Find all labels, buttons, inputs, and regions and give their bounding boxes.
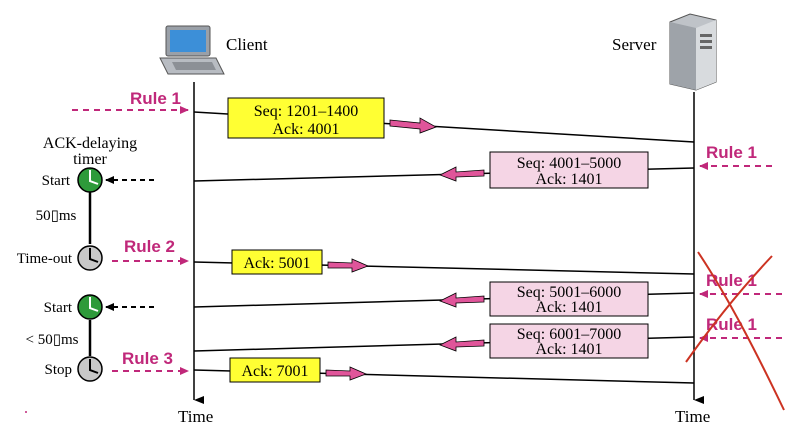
stray-dot (25, 411, 27, 413)
timer-interval-2: < 50▯ms (26, 332, 79, 348)
timer-start-label-2: Start (44, 300, 73, 316)
timer-start-clock-1 (77, 167, 103, 193)
segment-4-ack: Ack: 1401 (535, 299, 602, 316)
segment-1-ack: Ack: 4001 (272, 121, 339, 138)
segment-3-ack: Ack: 5001 (243, 255, 310, 272)
segment-1-seq: Seq: 1201–1400 (254, 103, 358, 120)
segment-6-direction-arrow (325, 366, 368, 381)
server-label: Server (612, 35, 657, 54)
timer-timeout-label: Time-out (17, 251, 73, 267)
cross-mark (685, 251, 785, 411)
rule-2-client-label: Rule 2 (124, 237, 175, 256)
timer-title-line-2: timer (73, 151, 107, 168)
segment-box-3: Ack: 5001 (231, 249, 323, 275)
timer-interval-1: 50▯ms (36, 208, 77, 224)
segment-box-1: Seq: 1201–1400 Ack: 4001 (227, 97, 385, 139)
segment-box-6: Ack: 7001 (229, 357, 321, 383)
segment-6-ack: Ack: 7001 (241, 363, 308, 380)
segment-5-seq: Seq: 6001–7000 (517, 326, 621, 343)
server-icon (669, 13, 717, 91)
segment-2-seq: Seq: 4001–5000 (517, 155, 621, 172)
segment-5-ack: Ack: 1401 (535, 341, 602, 358)
segment-1-direction-arrow (389, 117, 437, 134)
segment-box-5: Seq: 6001–7000 Ack: 1401 (489, 323, 649, 359)
client-time-label: Time (178, 407, 213, 426)
timer-start-label-1: Start (42, 173, 71, 189)
segment-3-direction-arrow (327, 258, 370, 273)
client-label: Client (226, 35, 268, 54)
segment-box-4: Seq: 5001–6000 Ack: 1401 (489, 281, 649, 317)
timer-title-line-1: ACK-delaying (43, 135, 137, 152)
segment-4-seq: Seq: 5001–6000 (517, 284, 621, 301)
segment-4-direction-arrow (439, 292, 485, 308)
rule-1-client-label: Rule 1 (130, 89, 181, 108)
timer-stop-label: Stop (44, 362, 72, 378)
segment-5-direction-arrow (439, 336, 485, 352)
server-time-label: Time (675, 407, 710, 426)
rule-3-client-label: Rule 3 (122, 349, 173, 368)
laptop-icon (159, 25, 225, 75)
timer-start-clock-2 (77, 294, 103, 320)
segment-2-direction-arrow (439, 166, 485, 182)
rule-1-server-label: Rule 1 (706, 143, 757, 162)
timer-timeout-clock (77, 245, 103, 271)
segment-box-2: Seq: 4001–5000 Ack: 1401 (489, 151, 649, 189)
timer-stop-clock (77, 356, 103, 382)
segment-2-ack: Ack: 1401 (535, 171, 602, 188)
